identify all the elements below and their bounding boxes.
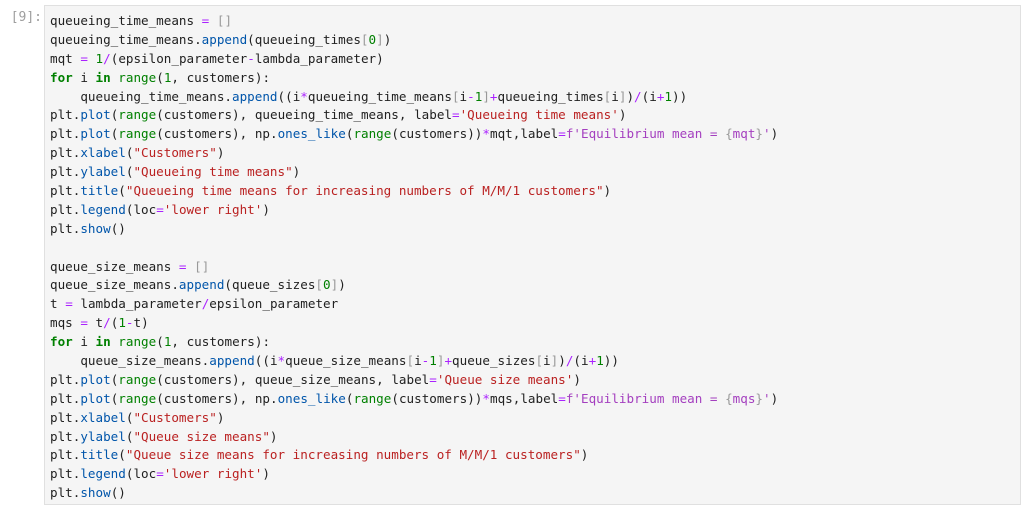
code-line[interactable]: for i in range(1, customers): bbox=[50, 69, 271, 85]
code-line[interactable]: plt.plot(range(customers), queue_size_me… bbox=[50, 371, 581, 387]
code-line[interactable]: queueing_time_means.append((i*queueing_t… bbox=[80, 88, 688, 104]
code-line[interactable]: plt.ylabel("Queue size means") bbox=[50, 428, 278, 444]
code-line[interactable]: plt.plot(range(customers), queueing_time… bbox=[50, 107, 627, 123]
code-line[interactable]: queueing_time_means = [] bbox=[50, 13, 233, 28]
code-content[interactable]: queueing_time_means = [] queueing_time_me… bbox=[50, 12, 778, 503]
code-line[interactable]: plt.title("Queue size means for increasi… bbox=[50, 447, 589, 463]
code-line[interactable]: queue_size_means = [] bbox=[50, 258, 210, 274]
code-line[interactable]: plt.ylabel("Queueing time means") bbox=[50, 164, 301, 180]
code-line[interactable]: mqt = 1/(epsilon_parameter-lambda_parame… bbox=[50, 50, 384, 66]
code-line[interactable]: plt.legend(loc='lower right') bbox=[50, 201, 270, 217]
code-line[interactable]: plt.plot(range(customers), np.ones_like(… bbox=[50, 126, 779, 142]
code-line[interactable]: plt.legend(loc='lower right') bbox=[50, 466, 270, 482]
code-line[interactable]: t = lambda_parameter/epsilon_parameter bbox=[50, 296, 339, 312]
code-line[interactable]: plt.xlabel("Customers") bbox=[50, 409, 225, 425]
code-line[interactable]: plt.plot(range(customers), np.ones_like(… bbox=[50, 390, 779, 406]
code-line[interactable]: queue_size_means.append(queue_sizes[0]) bbox=[50, 277, 346, 293]
code-editor[interactable]: queueing_time_means = [] queueing_time_me… bbox=[44, 5, 1021, 505]
code-line[interactable]: plt.show() bbox=[50, 220, 126, 236]
code-line[interactable]: mqs = t/(1-t) bbox=[50, 315, 149, 331]
code-line[interactable]: plt.xlabel("Customers") bbox=[50, 145, 225, 161]
code-line[interactable]: plt.show() bbox=[50, 485, 126, 501]
code-line[interactable]: queue_size_means.append((i*queue_size_me… bbox=[80, 353, 619, 369]
code-line[interactable] bbox=[50, 239, 778, 258]
code-line[interactable]: for i in range(1, customers): bbox=[50, 334, 271, 350]
execution-prompt: [9]: bbox=[10, 10, 42, 25]
code-line[interactable]: plt.title("Queueing time means for incre… bbox=[50, 183, 612, 199]
code-line[interactable]: queueing_time_means.append(queueing_time… bbox=[50, 31, 392, 47]
